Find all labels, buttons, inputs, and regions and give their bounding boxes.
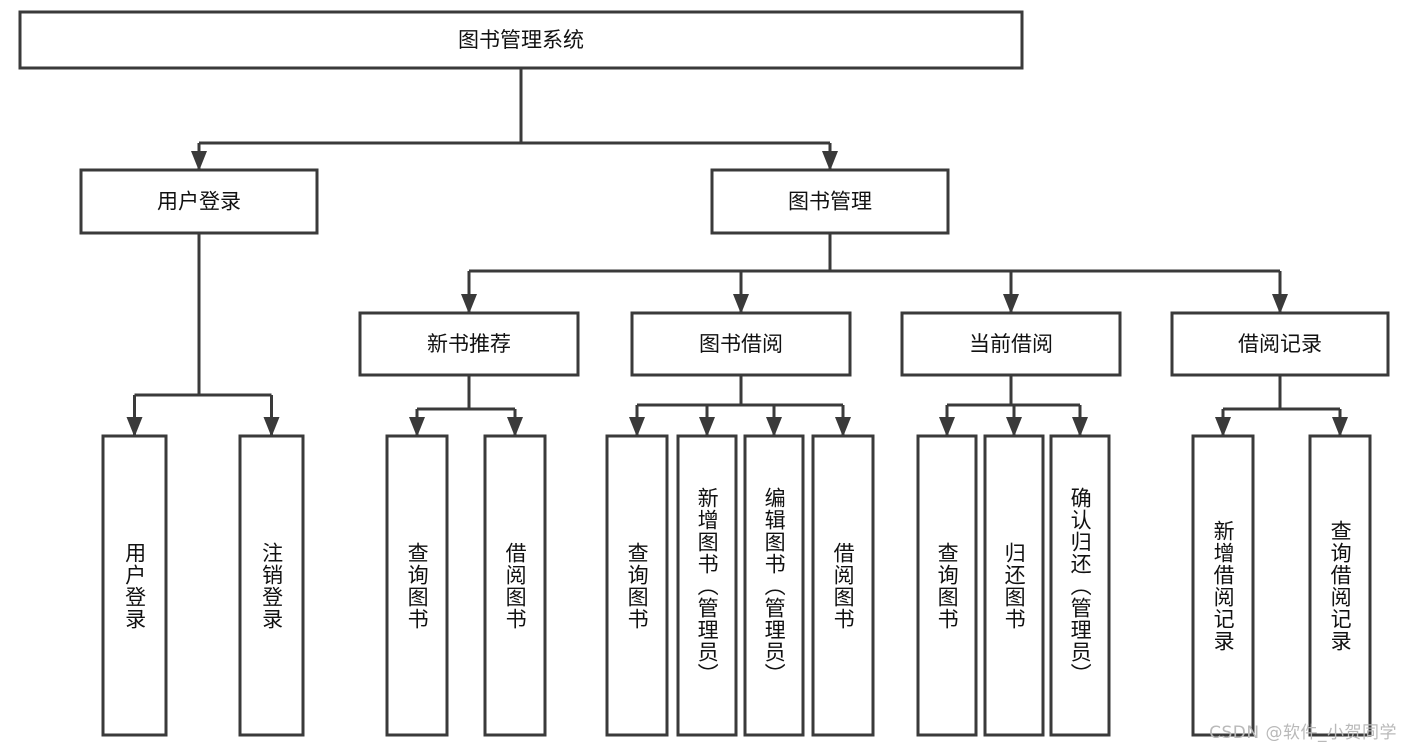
leaf-node-0-box[interactable] bbox=[101, 434, 168, 737]
level3-node-1-box[interactable] bbox=[630, 311, 852, 377]
level3-node-0-label: 新书推荐 bbox=[427, 332, 511, 356]
current-fan-arrow-0 bbox=[939, 417, 955, 437]
leaf-node-8-box[interactable] bbox=[916, 434, 978, 737]
leaf-node-3-box[interactable] bbox=[483, 434, 547, 737]
connectors-layer bbox=[126, 68, 1348, 437]
leaf-node-6-box[interactable] bbox=[743, 434, 805, 737]
user-login-fan-arrow-1 bbox=[263, 417, 280, 437]
boxes-layer bbox=[18, 10, 1390, 737]
borrow-fan-arrow-3 bbox=[835, 417, 851, 437]
borrow-fan-arrow-0 bbox=[629, 417, 645, 437]
level3-node-2-box[interactable] bbox=[900, 311, 1122, 377]
record-fan-arrow-0 bbox=[1215, 417, 1231, 437]
leaf-node-7-box[interactable] bbox=[811, 434, 875, 737]
level3-node-1-label: 图书借阅 bbox=[699, 332, 783, 356]
root-node-box[interactable] bbox=[18, 10, 1024, 70]
level3-node-2-label: 当前借阅 bbox=[969, 332, 1053, 356]
current-fan-arrow-2 bbox=[1072, 417, 1088, 437]
leaf-node-2-box[interactable] bbox=[385, 434, 449, 737]
level2-node-0-label: 用户登录 bbox=[157, 190, 241, 214]
leaf-node-4-box[interactable] bbox=[605, 434, 669, 737]
watermark: CSDN @软件_小贺同学 bbox=[1209, 723, 1397, 743]
book-manage-fan-arrow-0 bbox=[461, 294, 477, 314]
user-login-fan-arrow-0 bbox=[126, 417, 143, 437]
level3-node-0-box[interactable] bbox=[358, 311, 580, 377]
root-fan-arrow-1 bbox=[822, 151, 838, 171]
root-node-label: 图书管理系统 bbox=[458, 28, 584, 52]
newbook-fan-arrow-1 bbox=[507, 417, 523, 437]
level2-node-1-label: 图书管理 bbox=[788, 190, 872, 214]
book-manage-fan-arrow-2 bbox=[1003, 294, 1019, 314]
level2-node-1-box[interactable] bbox=[710, 168, 950, 235]
leaf-node-11-box[interactable] bbox=[1191, 434, 1255, 737]
leaf-node-1-box[interactable] bbox=[238, 434, 305, 737]
leaf-node-12-box[interactable] bbox=[1308, 434, 1372, 737]
level2-node-0-box[interactable] bbox=[79, 168, 319, 235]
level3-node-3-box[interactable] bbox=[1170, 311, 1390, 377]
record-fan-arrow-1 bbox=[1332, 417, 1348, 437]
borrow-fan-arrow-1 bbox=[699, 417, 715, 437]
borrow-fan-arrow-2 bbox=[766, 417, 782, 437]
leaf-node-9-box[interactable] bbox=[983, 434, 1045, 737]
newbook-fan-arrow-0 bbox=[409, 417, 425, 437]
root-fan-arrow-0 bbox=[191, 151, 207, 171]
level3-node-3-label: 借阅记录 bbox=[1238, 332, 1322, 356]
current-fan-arrow-1 bbox=[1006, 417, 1022, 437]
book-manage-fan-arrow-3 bbox=[1272, 294, 1288, 314]
book-manage-fan-arrow-1 bbox=[733, 294, 749, 314]
leaf-node-10-box[interactable] bbox=[1049, 434, 1111, 737]
leaf-node-5-box[interactable] bbox=[676, 434, 738, 737]
